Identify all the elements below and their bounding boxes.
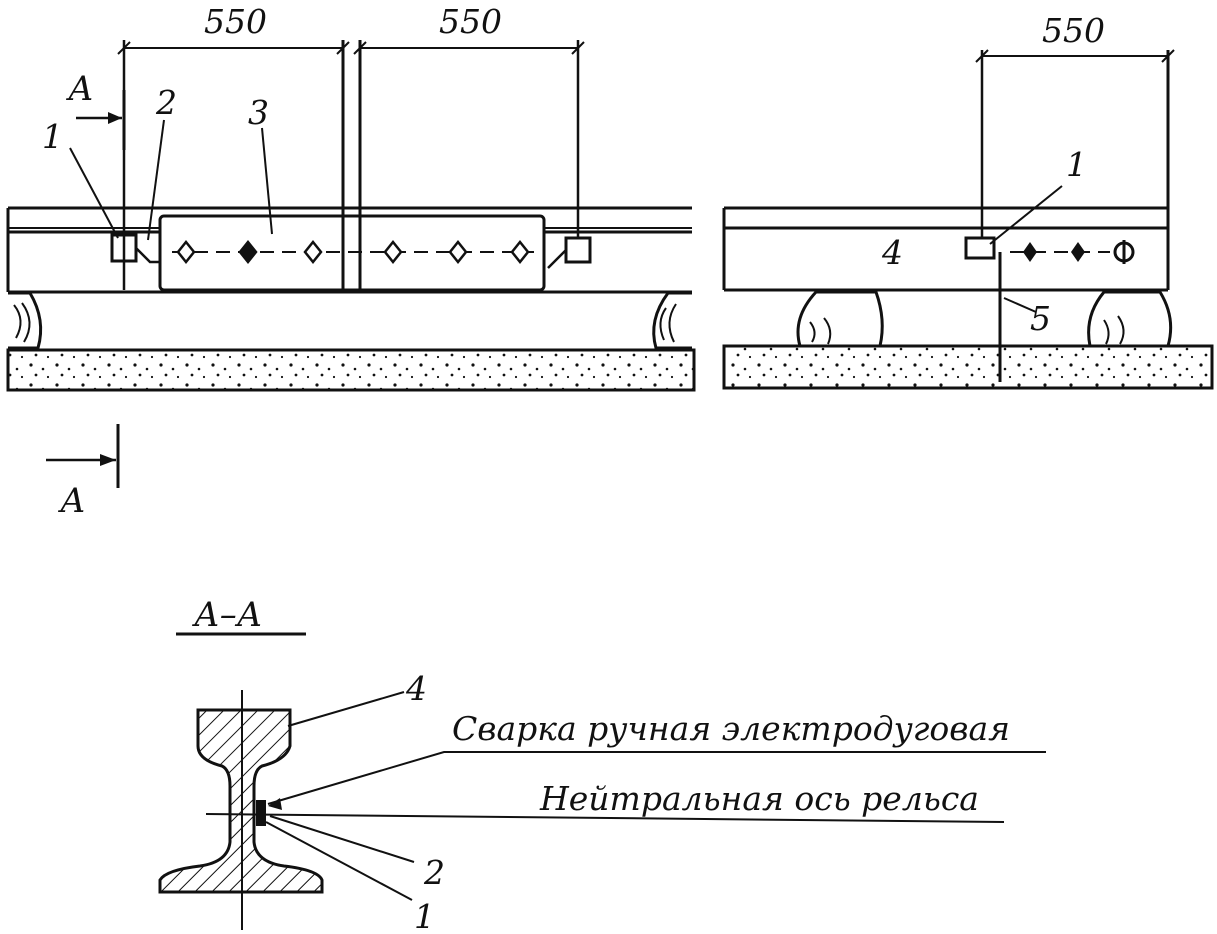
bond-connector	[964, 236, 996, 260]
rail-cross-section	[158, 632, 1046, 930]
callout-2-section: 2	[423, 853, 445, 892]
callout-2-left: 2	[155, 83, 177, 122]
ballast-right	[722, 344, 1214, 390]
section-letter-top: А	[66, 69, 94, 109]
dimension-550-middle: 550	[439, 2, 502, 41]
welding-note: Сварка ручная электродуговая	[452, 709, 1010, 748]
left-rail-view	[6, 40, 696, 392]
ballast-left	[6, 348, 696, 392]
neutral-axis-note: Нейтральная ось рельса	[539, 779, 979, 818]
callout-1-section: 1	[414, 897, 435, 934]
bolt-holes-left	[176, 239, 530, 265]
section-letter-bottom: А	[58, 481, 86, 521]
callout-3: 3	[248, 93, 269, 132]
callout-1-right: 1	[1066, 145, 1087, 184]
weld-bead	[256, 800, 266, 826]
callout-4-section: 4	[405, 669, 427, 708]
sleeper-right-2	[1087, 290, 1173, 348]
sleeper-right-1	[796, 290, 884, 348]
section-mark-bottom	[46, 424, 120, 488]
dimension-550-left: 550	[204, 2, 267, 41]
section-view-title: А–А	[192, 595, 263, 635]
bond-connector-right	[564, 236, 592, 264]
right-rail-view	[722, 49, 1214, 390]
callout-4-rail: 4	[881, 233, 903, 272]
callout-1-left: 1	[42, 117, 63, 156]
rail-right	[722, 206, 1168, 292]
callout-5: 5	[1030, 299, 1051, 338]
dimension-550-right: 550	[1042, 11, 1105, 50]
